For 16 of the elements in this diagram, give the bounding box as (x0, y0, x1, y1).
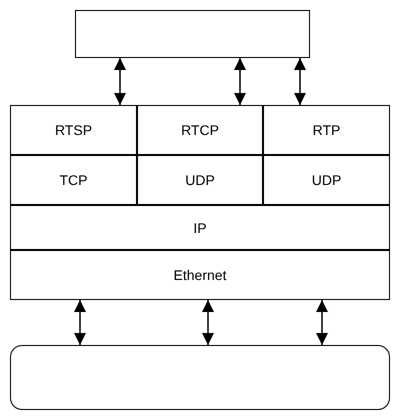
rounded-box (10, 345, 390, 410)
protocol-cell: UDP (263, 155, 390, 205)
protocol-cell: UDP (137, 155, 263, 205)
top-box (75, 10, 310, 58)
double-arrow (202, 300, 214, 345)
protocol-cell: RTSP (10, 105, 137, 155)
double-arrow (234, 58, 246, 105)
double-arrow (74, 300, 86, 345)
protocol-layer: Ethernet (10, 250, 390, 300)
double-arrow (294, 58, 306, 105)
protocol-cell: RTP (263, 105, 390, 155)
protocol-cell: RTCP (137, 105, 263, 155)
protocol-cell: TCP (10, 155, 137, 205)
double-arrow (316, 300, 328, 345)
double-arrow (114, 58, 126, 105)
protocol-layer: IP (10, 205, 390, 250)
